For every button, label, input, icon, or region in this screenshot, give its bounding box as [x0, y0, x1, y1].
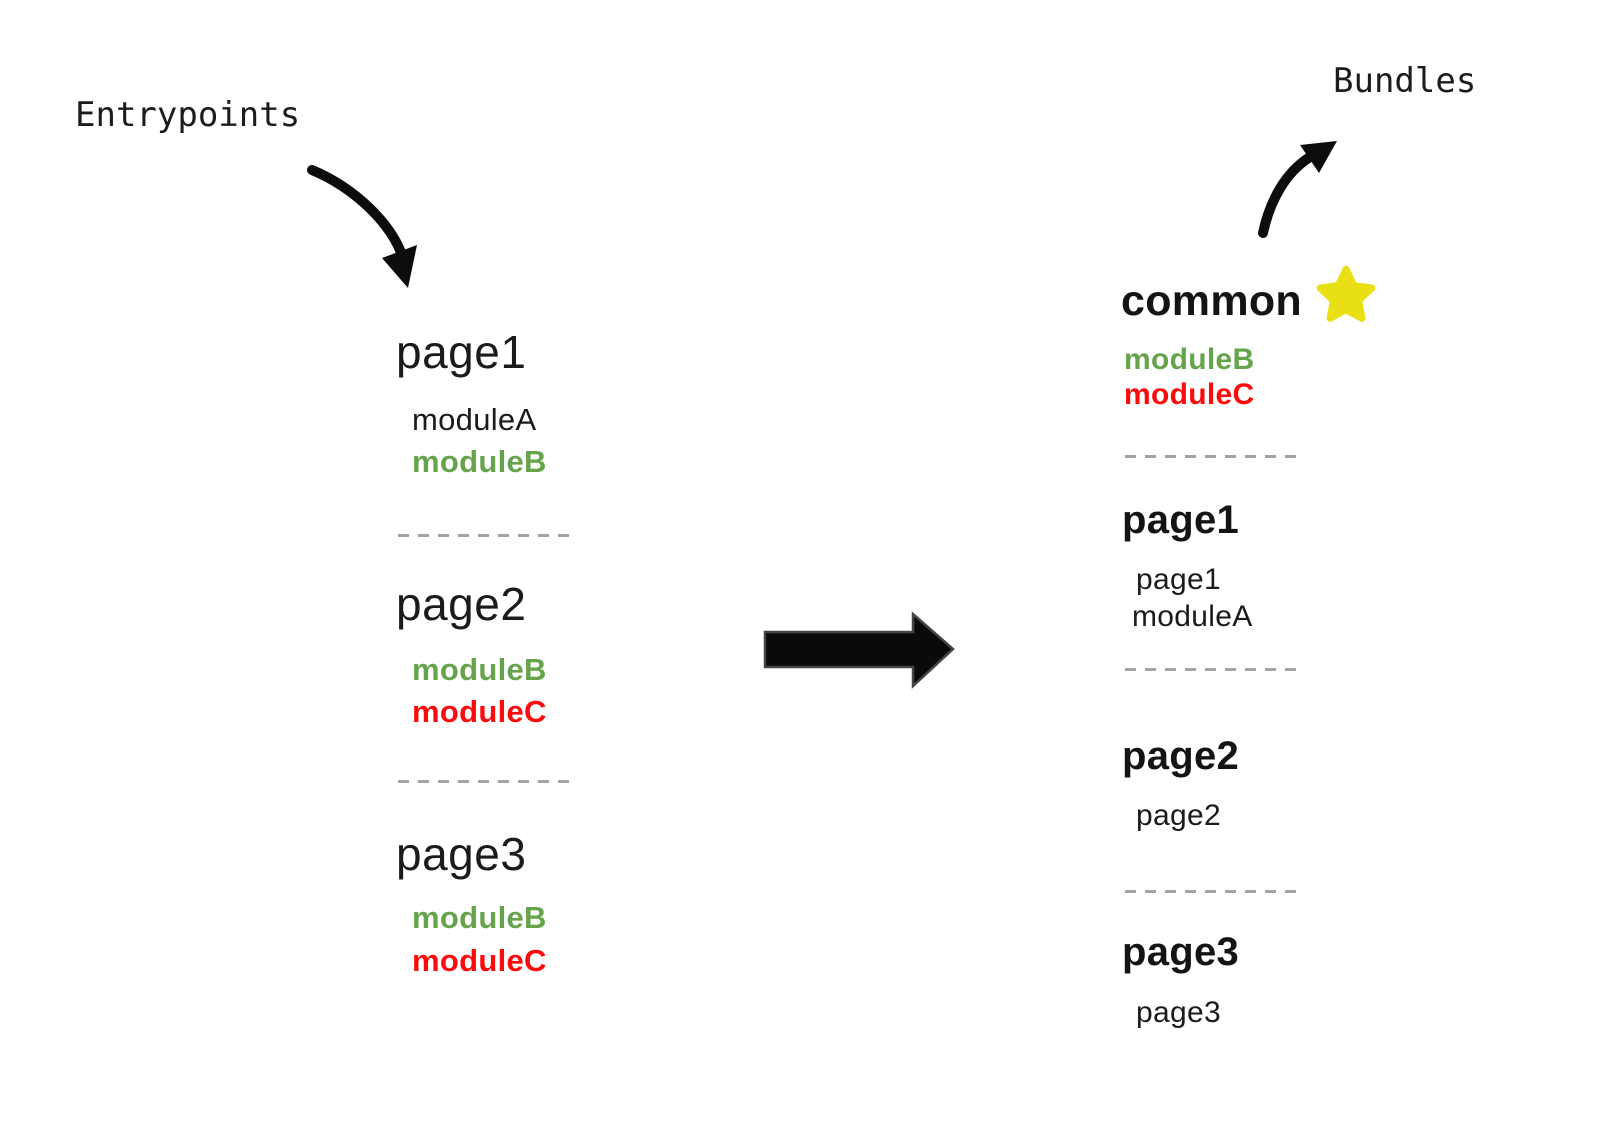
divider: [398, 534, 577, 537]
bundle-title: page2: [1122, 734, 1240, 778]
module-label: page2: [1136, 799, 1221, 832]
module-label: moduleB: [1124, 343, 1255, 376]
module-label: moduleA: [412, 402, 537, 437]
right-arrow-icon: [763, 611, 955, 689]
entrypoints-label: Entrypoints: [75, 95, 301, 135]
star-icon: [1316, 265, 1376, 322]
bundle-title: common: [1121, 277, 1302, 325]
bundles-label: Bundles: [1333, 61, 1477, 101]
module-label: moduleB: [412, 652, 547, 687]
module-label: moduleB: [412, 900, 547, 935]
module-label: page1: [1136, 563, 1221, 596]
entrypoint-title: page1: [396, 326, 527, 378]
curved-arrow-up-icon: [1258, 141, 1337, 238]
module-label: moduleB: [412, 444, 547, 479]
bundle-title: page3: [1122, 930, 1240, 974]
divider: [1125, 455, 1300, 458]
module-label: moduleC: [412, 943, 547, 978]
divider: [1125, 668, 1300, 671]
bundle-title: page1: [1122, 498, 1240, 542]
module-label: moduleA: [1132, 600, 1253, 633]
module-label: moduleC: [1124, 378, 1255, 411]
entrypoint-title: page3: [396, 828, 527, 880]
divider: [398, 780, 577, 783]
module-label: moduleC: [412, 694, 547, 729]
module-label: page3: [1136, 996, 1221, 1029]
curved-arrow-down-icon: [307, 165, 417, 288]
divider: [1125, 890, 1300, 893]
entrypoint-title: page2: [396, 578, 527, 630]
